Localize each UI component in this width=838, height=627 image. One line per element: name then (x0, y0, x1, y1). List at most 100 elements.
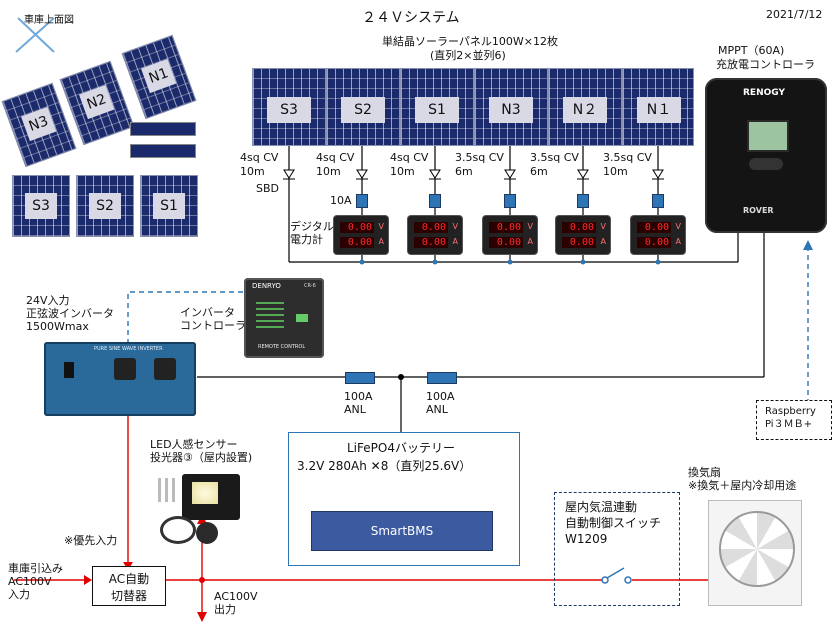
meter-label: デジタル 電力計 (290, 220, 334, 246)
led-label-1: LED人感センサー (150, 438, 238, 451)
meter-voltage: 0.00 (414, 222, 448, 233)
meter-unit-v: V (675, 222, 681, 231)
anl-left-type: ANL (344, 403, 366, 416)
fuse-n3 (504, 194, 516, 208)
raspberry-label-1: Raspberry (765, 406, 816, 417)
fan-label-1: 換気扇 (688, 466, 721, 479)
battery-label-1: LiFePO4バッテリー (347, 441, 455, 455)
pir-sensor-icon (196, 522, 218, 544)
wire-len-s1: 10m (390, 165, 415, 178)
wire-size-s1: 4sq CV (390, 151, 429, 164)
roof-strip (130, 122, 196, 136)
ac-auto-switcher: AC自動 切替器 (92, 566, 166, 606)
meter-unit-v: V (600, 222, 606, 231)
panel-label-s3: S3 (267, 97, 311, 123)
anl-right-rating: 100A (426, 390, 455, 403)
led-label-2: 投光器③（屋内設置) (150, 451, 253, 464)
mppt-controller: RENOGY ROVER (705, 78, 827, 233)
meter-label-line2: 電力計 (290, 233, 323, 246)
controller-leds-icon (256, 300, 284, 328)
garage-input-label: 車庫引込み AC100V 入力 (8, 562, 63, 601)
panel-s1: S1 (400, 68, 474, 146)
mppt-brand: RENOGY (743, 88, 785, 98)
roof-panel-s2: S2 (76, 175, 134, 237)
fuse-label: 10A (330, 194, 352, 207)
controller-brand: DENRYO (252, 282, 281, 290)
meter-voltage: 0.00 (489, 222, 523, 233)
led-label: LED人感センサー 投光器③（屋内設置) (150, 438, 252, 464)
panel-label-n3: N3 (489, 97, 533, 123)
inverter-face-text: PURE SINE WAVE INVERTER (94, 346, 163, 352)
screws-icon (158, 478, 178, 502)
fuse-s1 (429, 194, 441, 208)
meter-current: 0.00 (562, 237, 596, 248)
ac-out-label-2: 出力 (214, 603, 236, 616)
fan-label: 換気扇 ※換気＋屋内冷却用途 (688, 466, 796, 492)
outlet-icon (114, 358, 136, 380)
battery-label-2: 3.2V 280Ah ✕8（直列25.6V） (297, 459, 472, 473)
wire-len-n3: 6m (455, 165, 473, 178)
garage-label-3: 入力 (8, 588, 30, 601)
anl-left-rating: 100A (344, 390, 373, 403)
panel-n2: N２ (548, 68, 622, 146)
roof-strip (130, 144, 196, 158)
controller-label-1: インバータ (180, 306, 235, 319)
mppt-model: ROVER (743, 206, 774, 215)
mppt-buttons-icon (749, 158, 783, 170)
diagram-title: ２４Ｖシステム (362, 10, 460, 26)
ac-out-label-1: AC100V (214, 590, 258, 603)
priority-label: ※優先入力 (64, 534, 118, 547)
anl-right-label: 100A ANL (426, 390, 455, 416)
meter-voltage: 0.00 (562, 222, 596, 233)
panel-label-s2: S2 (341, 97, 385, 123)
inverter: PURE SINE WAVE INVERTER (44, 342, 196, 416)
inverter-label-1: 24V入力 (26, 294, 70, 307)
meter-unit-a: A (675, 237, 681, 246)
roof-panel-label: S1 (153, 193, 185, 219)
anl-fuse-left (345, 372, 375, 384)
panel-label-n2: N２ (563, 97, 607, 123)
meter-unit-a: A (452, 237, 458, 246)
meter-voltage: 0.00 (340, 222, 374, 233)
meter-unit-v: V (527, 222, 533, 231)
panel-n3: N3 (474, 68, 548, 146)
roof-panel-s1: S1 (140, 175, 198, 237)
anl-right-type: ANL (426, 403, 448, 416)
panel-s2: S2 (326, 68, 400, 146)
wire-len-s3: 10m (240, 165, 265, 178)
ventilation-fan-icon (708, 500, 802, 606)
roof-view: 車庫上面図 N3 N2 N1 S3 S2 S1 (1, 12, 198, 237)
panel-spec: 単結晶ソーラーパネル100W×12枚 (382, 35, 558, 48)
inverter-controller: DENRYO CR-6 REMOTE CONTROL (244, 278, 324, 358)
meter-current: 0.00 (637, 237, 671, 248)
meter-current: 0.00 (489, 237, 523, 248)
led-lens-icon (192, 482, 218, 504)
sbd-label: SBD (256, 182, 279, 195)
thermo-switch-box: 屋内気温連動 自動制御スイッチ W1209 (554, 492, 680, 606)
thermo-label-3: W1209 (565, 532, 608, 546)
meter-unit-v: V (378, 222, 384, 231)
inverter-label-2: 正弦波インバータ (26, 307, 114, 320)
controller-face-text: REMOTE CONTROL (258, 344, 306, 350)
raspberry-label-2: Pi３ＭＢ+ (765, 419, 812, 430)
outlet-icon (154, 358, 176, 380)
inverter-switch-icon (64, 362, 74, 378)
controller-label-2: コントローラ (180, 319, 246, 332)
meter-unit-a: A (600, 237, 606, 246)
thermo-label-2: 自動制御スイッチ (565, 516, 662, 530)
wire-size-n3: 3.5sq CV (455, 151, 504, 164)
mppt-lcd (747, 120, 789, 152)
panel-n1: N１ (622, 68, 694, 146)
diagram-date: 2021/7/12 (766, 8, 823, 21)
wire-size-s3: 4sq CV (240, 151, 279, 164)
wire-size-s2: 4sq CV (316, 151, 355, 164)
garage-label-1: 車庫引込み (8, 562, 63, 575)
inverter-label-3: 1500Wmax (26, 320, 89, 333)
meter-unit-v: V (452, 222, 458, 231)
ac-output-label: AC100V 出力 (214, 590, 258, 616)
meter-current: 0.00 (340, 237, 374, 248)
switcher-label-1: AC自動 (108, 572, 150, 586)
